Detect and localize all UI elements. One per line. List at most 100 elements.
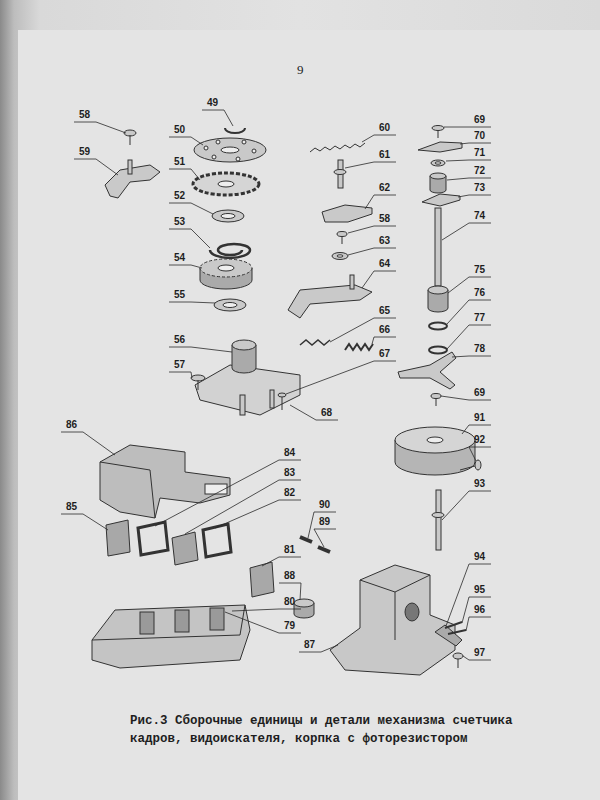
- callout-number: 76: [474, 287, 485, 299]
- leader-line: [372, 337, 374, 344]
- leader-line: [314, 512, 336, 513]
- leader-line: [169, 347, 191, 348]
- leader-line: [460, 143, 469, 144]
- callout-number: 74: [474, 210, 485, 222]
- leader-line: [469, 447, 476, 461]
- leader-line: [462, 425, 469, 434]
- leader-line: [462, 597, 469, 623]
- leader-line: [279, 609, 301, 610]
- leader-line: [469, 491, 491, 492]
- callout-number: 93: [474, 478, 485, 490]
- callout-number: 64: [379, 258, 390, 270]
- leader-line: [300, 583, 301, 600]
- callout-number: 72: [474, 165, 485, 177]
- callout-number: 80: [284, 596, 295, 608]
- callout-number: 49: [207, 97, 218, 109]
- callout-number: 69: [474, 387, 485, 399]
- leader-line: [316, 420, 338, 421]
- callout-number: 61: [379, 149, 390, 161]
- callout-number: 58: [379, 213, 390, 225]
- callout-number: 52: [174, 190, 185, 202]
- leader-line: [83, 432, 115, 455]
- leader-line: [74, 122, 96, 123]
- leader-line: [61, 432, 83, 433]
- callout-number: 56: [174, 334, 185, 346]
- callout-number: 95: [474, 584, 485, 596]
- leader-line: [96, 122, 126, 133]
- leader-line: [469, 325, 491, 326]
- callout-number: 66: [379, 324, 390, 336]
- leader-line: [448, 277, 469, 293]
- leader-line: [232, 609, 279, 611]
- leader-line: [279, 557, 301, 558]
- callout-number: 70: [474, 130, 485, 142]
- leader-line: [442, 491, 469, 520]
- leader-line: [96, 159, 118, 175]
- leader-line: [345, 162, 374, 168]
- callout-number: 60: [379, 122, 390, 134]
- callout-number: 89: [319, 516, 330, 528]
- callout-number: 84: [284, 447, 295, 459]
- leader-line: [279, 583, 301, 584]
- leader-line: [224, 110, 233, 126]
- leader-line: [446, 564, 469, 626]
- leader-line: [191, 169, 200, 180]
- leader-line: [191, 137, 203, 145]
- callout-number: 92: [474, 434, 485, 446]
- callout-number: 86: [66, 419, 77, 431]
- leader-line: [446, 160, 469, 161]
- leader-line: [447, 178, 469, 180]
- leader-line: [191, 347, 232, 352]
- callout-number: 81: [284, 544, 295, 556]
- leader-line: [169, 169, 191, 170]
- leader-line: [191, 372, 192, 378]
- callout-number: 57: [174, 359, 185, 371]
- leader-line: [469, 660, 491, 661]
- leader-line: [348, 226, 374, 233]
- leader-line: [330, 318, 374, 342]
- leader-line: [348, 248, 374, 255]
- leader-line: [169, 203, 191, 204]
- leader-line: [155, 460, 279, 526]
- leader-line: [374, 135, 396, 136]
- leader-line: [469, 447, 491, 448]
- leader-line: [469, 127, 491, 128]
- figure-caption: Рис.3 Сборочные единицы и детали механиз…: [130, 712, 560, 748]
- callout-number: 91: [474, 412, 485, 424]
- leader-line: [452, 356, 469, 357]
- leader-line: [191, 203, 213, 214]
- leader-line: [469, 160, 491, 161]
- leader-line: [469, 400, 491, 401]
- leader-line: [447, 300, 469, 324]
- leader-line: [321, 645, 338, 652]
- leader-line: [444, 127, 469, 128]
- callout-number: 88: [284, 570, 295, 582]
- leader-line: [169, 372, 191, 373]
- leader-line: [469, 277, 491, 278]
- leader-line: [279, 633, 301, 634]
- callout-number: 75: [474, 264, 485, 276]
- leader-line: [262, 557, 279, 566]
- leader-line: [169, 302, 191, 303]
- leader-line: [225, 612, 279, 633]
- callout-number: 68: [321, 407, 332, 419]
- leader-line: [169, 265, 191, 266]
- callout-number: 69: [474, 114, 485, 126]
- callout-number: 87: [304, 639, 315, 651]
- leader-line: [463, 656, 469, 660]
- leader-line: [215, 500, 279, 528]
- leader-line: [314, 529, 336, 530]
- leader-line: [469, 564, 491, 565]
- leader-line: [365, 195, 374, 209]
- callout-number: 55: [174, 289, 185, 301]
- leader-line: [202, 110, 224, 111]
- leader-line: [169, 229, 191, 230]
- leader-line: [374, 361, 396, 362]
- callout-number: 79: [284, 620, 295, 632]
- callout-number: 90: [319, 499, 330, 511]
- callout-number: 65: [379, 305, 390, 317]
- leader-line: [279, 500, 301, 501]
- leader-line: [279, 480, 301, 481]
- leader-line: [469, 617, 491, 618]
- callout-number: 71: [474, 147, 485, 159]
